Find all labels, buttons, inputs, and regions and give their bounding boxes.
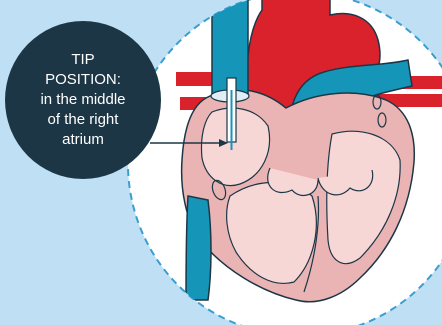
callout-line-1: TIP [13,50,153,70]
catheter-icon [227,78,236,150]
callout-line-3: in the middle [13,90,153,110]
callout-line-2: POSITION: [13,70,153,90]
callout-line-4: of the right [13,110,153,130]
callout-line-5: atrium [13,130,153,150]
inferior-vena-cava [186,196,211,300]
left-small-artery [176,72,216,86]
tip-position-callout: TIP POSITION: in the middle of the right… [5,21,161,179]
callout-text: TIP POSITION: in the middle of the right… [13,50,153,150]
